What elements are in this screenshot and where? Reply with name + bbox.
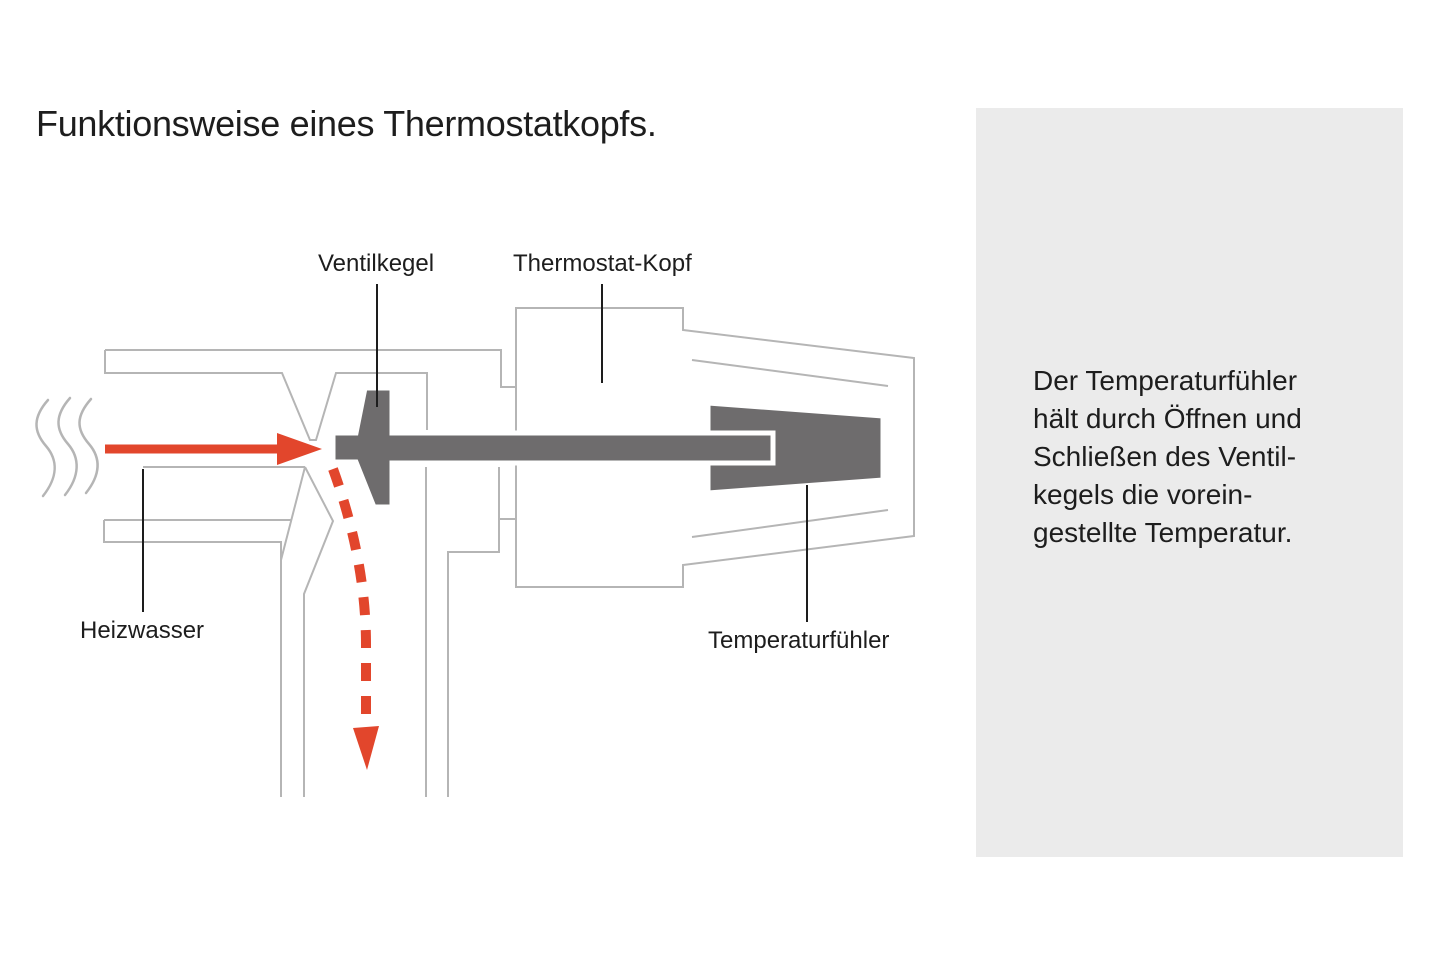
valve-cone-shape	[330, 385, 776, 510]
heat-waves-icon	[35, 396, 99, 498]
flow-arrow-solid	[105, 433, 322, 465]
valve-body-outline	[103, 349, 516, 797]
info-line: kegels die vorein-	[1033, 479, 1253, 510]
info-line: Schließen des Ventil-	[1033, 441, 1297, 472]
label-thermostat-kopf: Thermostat-Kopf	[513, 250, 692, 277]
label-heizwasser: Heizwasser	[80, 617, 205, 644]
label-ventilkegel: Ventilkegel	[318, 250, 435, 277]
label-temperaturfuehler: Temperaturfühler	[708, 627, 890, 654]
info-line: hält durch Öffnen und	[1033, 403, 1302, 434]
flow-arrow-dashed	[328, 467, 379, 770]
info-line: gestellte Temperatur.	[1033, 517, 1293, 548]
info-line: Der Temperaturfühler	[1033, 365, 1298, 396]
info-panel-text: Der Temperaturfühler hält durch Öffnen u…	[1033, 362, 1302, 552]
page-title: Funktionsweise eines Thermostatkopfs.	[36, 103, 657, 144]
info-panel: Der Temperaturfühler hält durch Öffnen u…	[976, 108, 1403, 857]
